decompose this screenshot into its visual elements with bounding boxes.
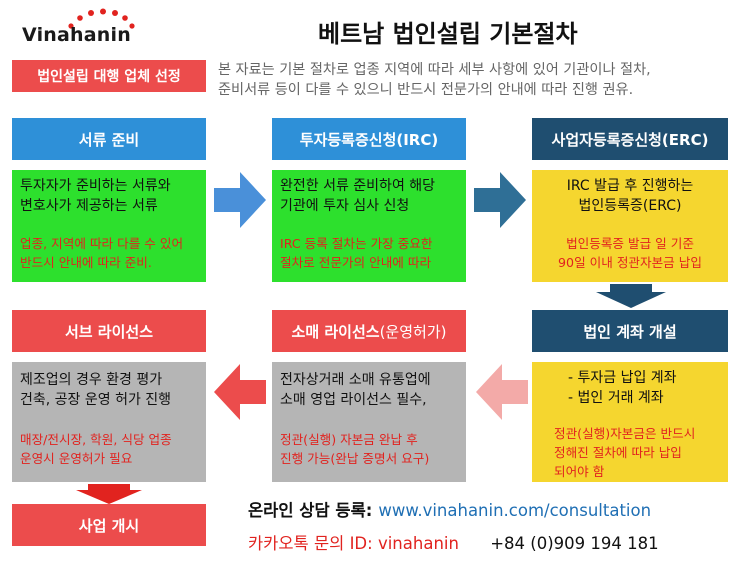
step-retail-note: 정관(실행) 자본금 완납 후 진행 가능(완납 증명서 요구) bbox=[272, 418, 466, 482]
arrow-right-icon bbox=[474, 172, 526, 228]
intro-text: 본 자료는 기본 절차로 업종 지역에 따라 세부 사항에 있어 기관이나 절차… bbox=[218, 62, 651, 98]
arrow-down-icon bbox=[596, 284, 666, 308]
step-erc-header: 사업자등록증신청(ERC) bbox=[532, 118, 728, 160]
step-erc-main: IRC 발급 후 진행하는 법인등록증(ERC) bbox=[532, 170, 728, 228]
step-retail-subtitle: (운영허가) bbox=[379, 322, 447, 341]
consultation-label: 온라인 상담 등록: bbox=[248, 501, 373, 520]
step-irc-note: IRC 등록 절차는 가장 중요한 절차로 전문가의 안내에 따라 bbox=[272, 228, 466, 282]
consultation-line: 온라인 상담 등록: www.vinahanin.com/consultation bbox=[248, 497, 651, 521]
phone-number: +84 (0)909 194 181 bbox=[490, 534, 659, 553]
step-retail-main: 전자상거래 소매 유통업에 소매 영업 라이선스 필수, bbox=[272, 362, 466, 418]
arrow-down-icon bbox=[76, 484, 142, 504]
kakao-line: 카카오톡 문의 ID: vinahanin +84 (0)909 194 181 bbox=[248, 530, 659, 554]
step-bank-main: - 투자금 납입 계좌 - 법인 거래 계좌 bbox=[532, 362, 728, 418]
step-bank-header: 법인 계좌 개설 bbox=[532, 310, 728, 352]
step-retail-title: 소매 라이선스 bbox=[291, 322, 380, 341]
logo: Vinahanin bbox=[22, 24, 131, 46]
step-sub-license-header: 서브 라이선스 bbox=[12, 310, 206, 352]
arrow-left-icon bbox=[214, 364, 266, 420]
step-irc-main: 완전한 서류 준비하여 해당 기관에 투자 심사 신청 bbox=[272, 170, 466, 228]
step-sub-license-note: 매장/전시장, 학원, 식당 업종 운영시 운영허가 필요 bbox=[12, 418, 206, 482]
step-erc-note: 법인등록증 발급 일 기준 90일 이내 정관자본금 납입 bbox=[532, 228, 728, 282]
kakao-label: 카카오톡 문의 ID: bbox=[248, 534, 373, 553]
step-irc-header: 투자등록증신청(IRC) bbox=[272, 118, 466, 160]
step-documents-main: 투자자가 준비하는 서류와 변호사가 제공하는 서류 bbox=[12, 170, 206, 228]
step-select-agency: 법인설립 대행 업체 선정 bbox=[12, 60, 206, 92]
step-sub-license-main: 제조업의 경우 환경 평가 건축, 공장 운영 허가 진행 bbox=[12, 362, 206, 418]
step-business-start: 사업 개시 bbox=[12, 504, 206, 546]
step-retail-header: 소매 라이선스(운영허가) bbox=[272, 310, 466, 352]
step-bank-note: 정관(실행)자본금은 반드시 정해진 절차에 따라 납입 되어야 함 bbox=[532, 418, 728, 482]
kakao-id: vinahanin bbox=[377, 534, 459, 553]
arrow-left-icon bbox=[476, 364, 528, 420]
page-title: 베트남 법인설립 기본절차 bbox=[318, 20, 578, 48]
logo-dots-icon bbox=[68, 8, 135, 29]
arrow-right-icon bbox=[214, 172, 266, 228]
step-documents-note: 업종, 지역에 따라 다를 수 있어 반드시 안내에 따라 준비. bbox=[12, 228, 206, 282]
consultation-link[interactable]: www.vinahanin.com/consultation bbox=[378, 501, 652, 520]
step-documents-header: 서류 준비 bbox=[12, 118, 206, 160]
